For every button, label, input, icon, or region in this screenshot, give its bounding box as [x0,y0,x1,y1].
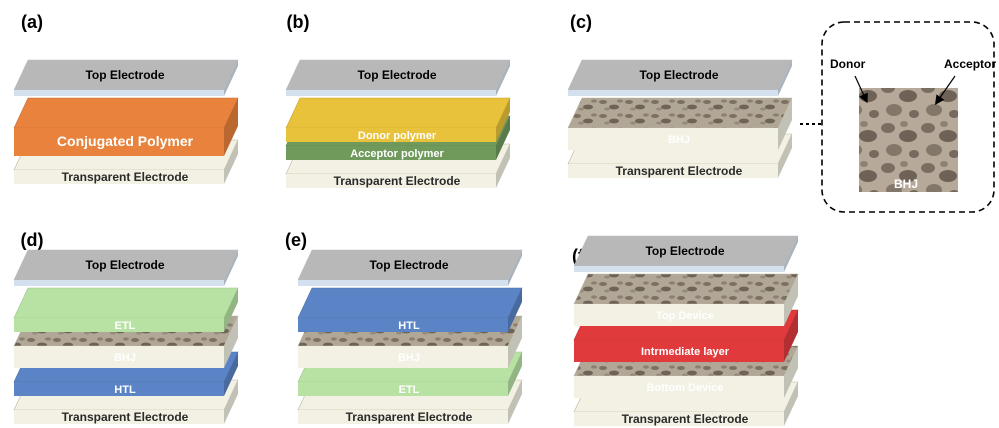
donor-arrow [854,75,868,104]
panel-b: (b) Transparent Electrode Acceptor polymer… [285,12,511,188]
bhj-label: BHJ [398,352,420,364]
conjugated-polymer-layer: Conjugated Polymer [13,97,239,156]
bottom-device-label: Bottom Device [646,382,723,394]
top-device-layer: Top Device [573,273,799,326]
donor-polymer-label: Donor polymer [358,130,437,142]
transparent-electrode-label: Transparent Electrode [622,412,749,426]
transparent-electrode-label: Transparent Electrode [62,170,189,184]
transparent-electrode-label: Transparent Electrode [346,410,473,424]
top-electrode: Top Electrode [285,59,511,96]
transparent-electrode-label: Transparent Electrode [616,164,743,178]
top-electrode-label: Top Electrode [357,68,436,82]
top-electrode: Top Electrode [573,235,799,272]
panel-d: (d) Transparent Electrode HTL BHJ ETL Top Ele… [13,230,239,424]
donor-polymer-layer: Donor polymer [285,97,511,142]
inset-border [821,21,995,213]
bhj-label: BHJ [114,352,136,364]
top-electrode: Top Electrode [297,249,523,286]
top-electrode: Top Electrode [567,59,793,96]
top-electrode-label: Top Electrode [639,68,718,82]
bhj-inset: Donor Acceptor BHJ [800,21,996,213]
panel-label: (c) [570,12,592,32]
htl-label: HTL [114,384,136,396]
top-electrode: Top Electrode [13,59,239,96]
top-device-label: Top Device [656,310,714,322]
top-electrode-label: Top Electrode [85,258,164,272]
panel-label: (d) [21,230,44,250]
etl-layer: ETL [13,287,239,332]
htl-layer: HTL [297,287,523,332]
top-electrode-label: Top Electrode [369,258,448,272]
bhj-layer: BHJ [567,97,793,150]
htl-label: HTL [398,320,420,332]
transparent-electrode-label: Transparent Electrode [334,174,461,188]
panel-label: (b) [287,12,310,32]
panel-c: (c) Transparent Electrode BHJ Top Electrode [567,12,793,178]
top-electrode-label: Top Electrode [645,244,724,258]
acceptor-arrow [934,75,956,105]
acceptor-polymer-label: Acceptor polymer [350,148,444,160]
bhj-label: BHJ [668,134,690,146]
inset-bhj-label: BHJ [894,177,918,191]
etl-label: ETL [115,320,136,332]
panel-e: (e) Transparent Electrode ETL BHJ HTL Top Ele… [285,230,523,424]
etl-label: ETL [399,384,420,396]
panel-label: (a) [21,12,43,32]
panel-a: (a) Transparent Electrode Conjugated Polym… [13,12,239,184]
inset-donor-label: Donor [830,57,866,71]
transparent-electrode-label: Transparent Electrode [62,410,189,424]
conjugated-polymer-label: Conjugated Polymer [57,133,194,149]
top-electrode: Top Electrode [13,249,239,286]
inset-bhj-morphology [859,88,958,192]
panel-label: (e) [285,230,307,250]
top-electrode-label: Top Electrode [85,68,164,82]
inset-acceptor-label: Acceptor [944,57,996,71]
intrmediate-layer-label: Intrmediate layer [641,346,730,358]
